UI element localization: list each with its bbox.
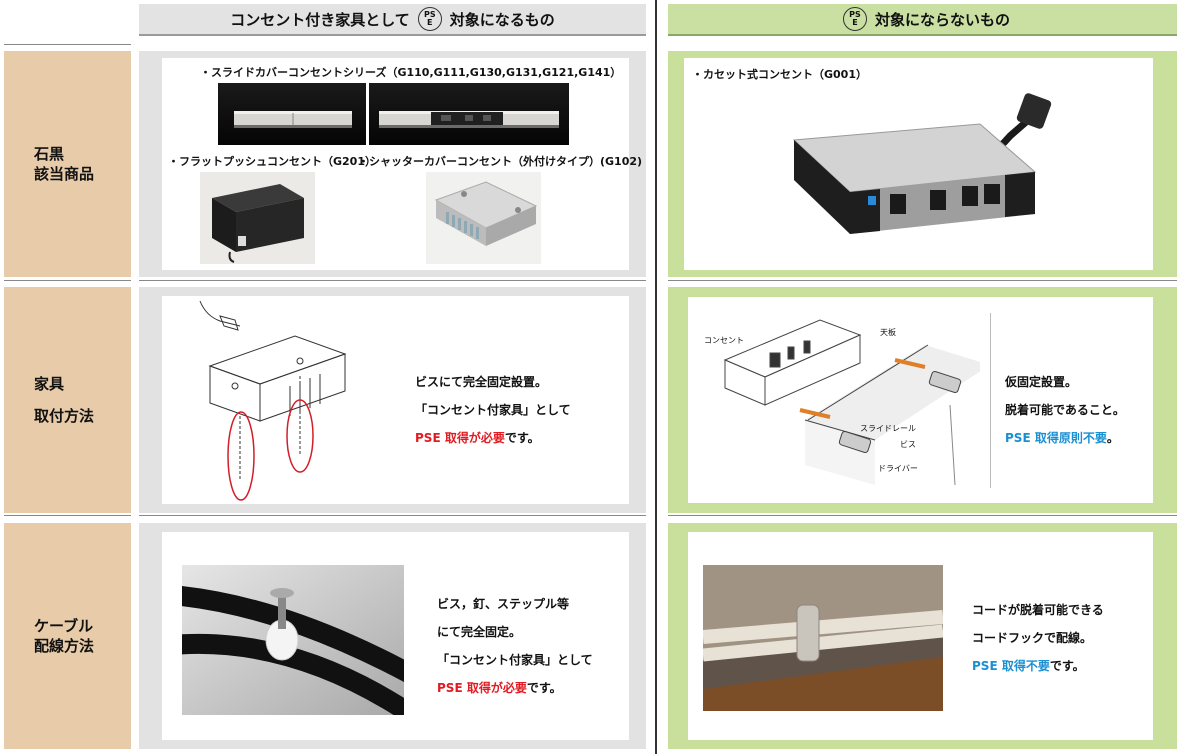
row3-right-text: コードが脱着可能できる コードフックで配線。 PSE 取得不要です。	[972, 596, 1104, 680]
pse-required-em: PSE 取得が必要	[437, 681, 527, 695]
text-tail: です。	[526, 681, 562, 695]
row2-left-card	[162, 296, 629, 504]
header-left-suffix: 対象になるもの	[449, 10, 555, 29]
caption-flat-push: ・フラットプッシュコンセント（G201）	[168, 155, 376, 168]
text-line-emphasis: PSE 取得が必要です。	[437, 674, 593, 702]
row3-left-text: ビス，釘、ステップル等 にて完全固定。 「コンセント付家具」として PSE 取得…	[437, 590, 593, 702]
label-top-board: 天板	[880, 328, 896, 337]
row-label-line: 石黒	[34, 145, 65, 163]
staple-cable-photo	[182, 565, 404, 715]
text-tail: です。	[504, 431, 540, 445]
label-outlet: コンセント	[704, 336, 744, 345]
screw-mounting-diagram	[180, 296, 360, 504]
text-line: コードが脱着可能できる	[972, 603, 1104, 617]
shutter-cover-photo	[426, 172, 541, 264]
separator	[139, 515, 646, 516]
text-line: ビス，釘、ステップル等	[437, 597, 570, 611]
header-right-suffix: 対象にならないもの	[874, 10, 1010, 29]
separator	[4, 44, 131, 45]
cord-hook-photo	[703, 565, 943, 711]
row-label-line: 家具	[34, 375, 65, 393]
flat-push-photo	[200, 172, 315, 264]
pse-top: PS	[849, 10, 861, 19]
separator	[4, 280, 131, 281]
slide-rail-diagram: コンセント 天板 スライドレール ビス ドライバー	[700, 305, 990, 495]
text-tail: 。	[1106, 431, 1119, 445]
header-left-prefix: コンセント付き家具として	[230, 10, 410, 29]
row-label-line: 取付方法	[34, 407, 95, 425]
text-line: 「コンセント付家具」として	[437, 653, 593, 667]
text-line: 「コンセント付家具」として	[415, 403, 571, 417]
text-line: コードフックで配線。	[972, 631, 1093, 645]
label-driver: ドライバー	[878, 464, 918, 473]
row-label-line: ケーブル	[34, 617, 94, 635]
text-tail: です。	[1049, 659, 1085, 673]
label-screw: ビス	[900, 440, 916, 449]
caption-slide-cover: ・スライドカバーコンセントシリーズ（G110,G111,G130,G131,G1…	[200, 66, 622, 79]
pse-required-em: PSE 取得が必要	[415, 431, 505, 445]
label-slide-rail: スライドレール	[860, 424, 916, 433]
cassette-outlet-photo	[780, 88, 1080, 248]
row-label-mounting: 家具取付方法	[4, 287, 131, 513]
row-label-line: 配線方法	[34, 637, 95, 655]
text-line-emphasis: PSE 取得原則不要。	[1005, 424, 1125, 452]
pse-not-required-em: PSE 取得原則不要	[1005, 431, 1107, 445]
row-label-products: 石黒該当商品	[4, 51, 131, 277]
pse-top: PS	[423, 10, 436, 19]
column-divider	[655, 0, 657, 754]
text-line-emphasis: PSE 取得不要です。	[972, 652, 1104, 680]
divider	[990, 313, 991, 488]
separator	[668, 280, 1177, 281]
slide-cover-photo-closed	[218, 83, 366, 145]
text-line-emphasis: PSE 取得が必要です。	[415, 424, 571, 452]
separator	[4, 515, 131, 516]
text-line: にて完全固定。	[437, 625, 522, 639]
row2-right-text: 仮固定設置。 脱着可能であること。 PSE 取得原則不要。	[1005, 368, 1125, 452]
text-line: 脱着可能であること。	[1005, 403, 1125, 417]
separator	[139, 280, 646, 281]
text-line: 仮固定設置。	[1005, 375, 1078, 389]
caption-shutter-cover: ・シャッターカバーコンセント（外付けタイプ）(G102)	[358, 155, 643, 168]
row2-left-text: ビスにて完全固定設置。 「コンセント付家具」として PSE 取得が必要です。	[415, 368, 571, 452]
row-label-line: 該当商品	[34, 165, 95, 183]
text-line: ビスにて完全固定設置。	[415, 375, 548, 389]
caption-cassette: ・カセット式コンセント（G001）	[692, 68, 867, 81]
pse-not-required-em: PSE 取得不要	[972, 659, 1050, 673]
row-label-cabling: ケーブル配線方法	[4, 523, 131, 749]
separator	[668, 515, 1177, 516]
pse-bottom: E	[852, 18, 858, 27]
slide-cover-photo-open	[369, 83, 569, 145]
pse-bottom: E	[427, 18, 433, 27]
